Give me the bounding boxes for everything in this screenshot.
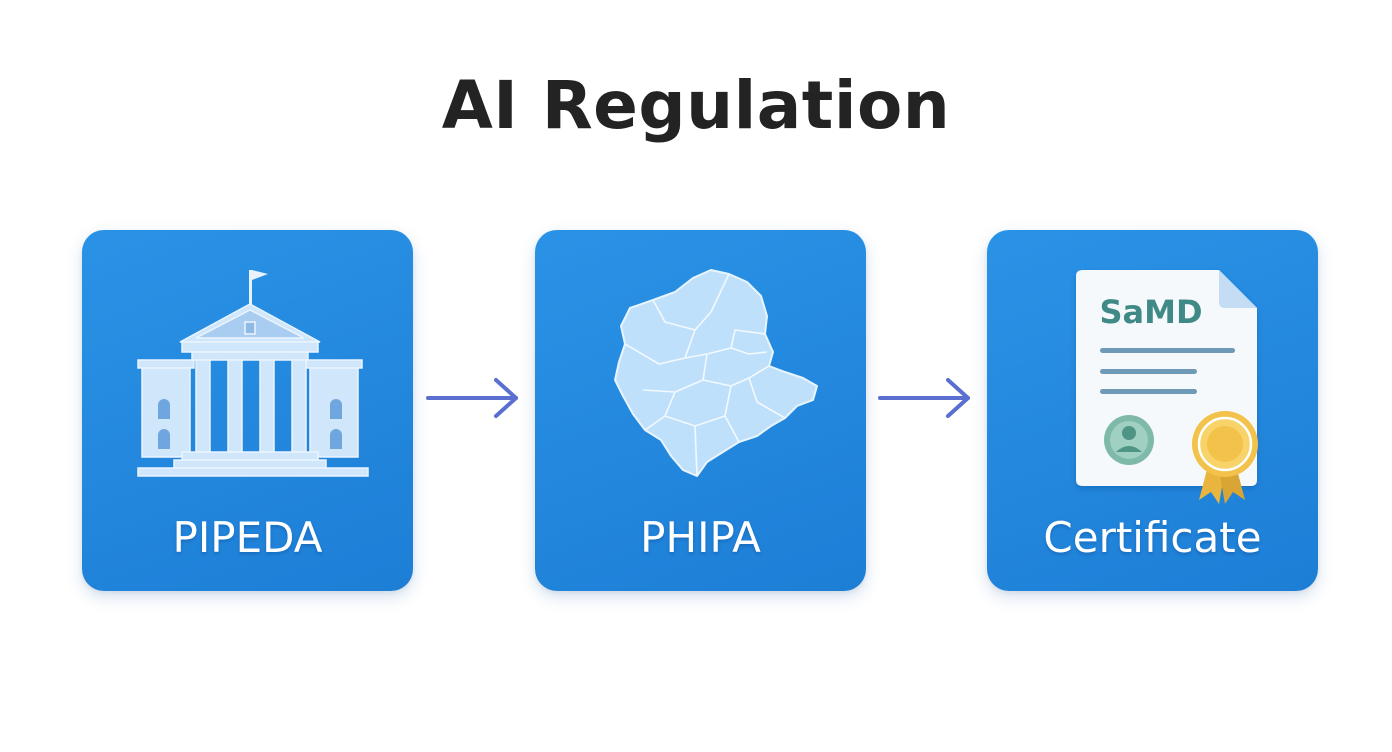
step-card-pipeda: PIPEDA — [82, 230, 413, 591]
award-ribbon-icon — [1192, 411, 1258, 504]
step-label: PIPEDA — [172, 513, 323, 562]
arrow-right-icon — [878, 378, 970, 418]
seal-icon — [1104, 415, 1154, 465]
step-label: PHIPA — [640, 513, 761, 562]
province-map-icon — [614, 269, 818, 477]
page-title: AI Regulation — [441, 67, 951, 144]
arrow-right-icon — [426, 378, 518, 418]
step-card-certificate: SaMD Certificate — [987, 230, 1318, 591]
document-heading: SaMD — [1099, 293, 1202, 331]
certificate-document-icon: SaMD — [1076, 270, 1258, 504]
government-building-icon — [137, 270, 369, 477]
step-card-phipa: PHIPA — [535, 230, 866, 591]
step-label: Certificate — [1043, 513, 1262, 562]
